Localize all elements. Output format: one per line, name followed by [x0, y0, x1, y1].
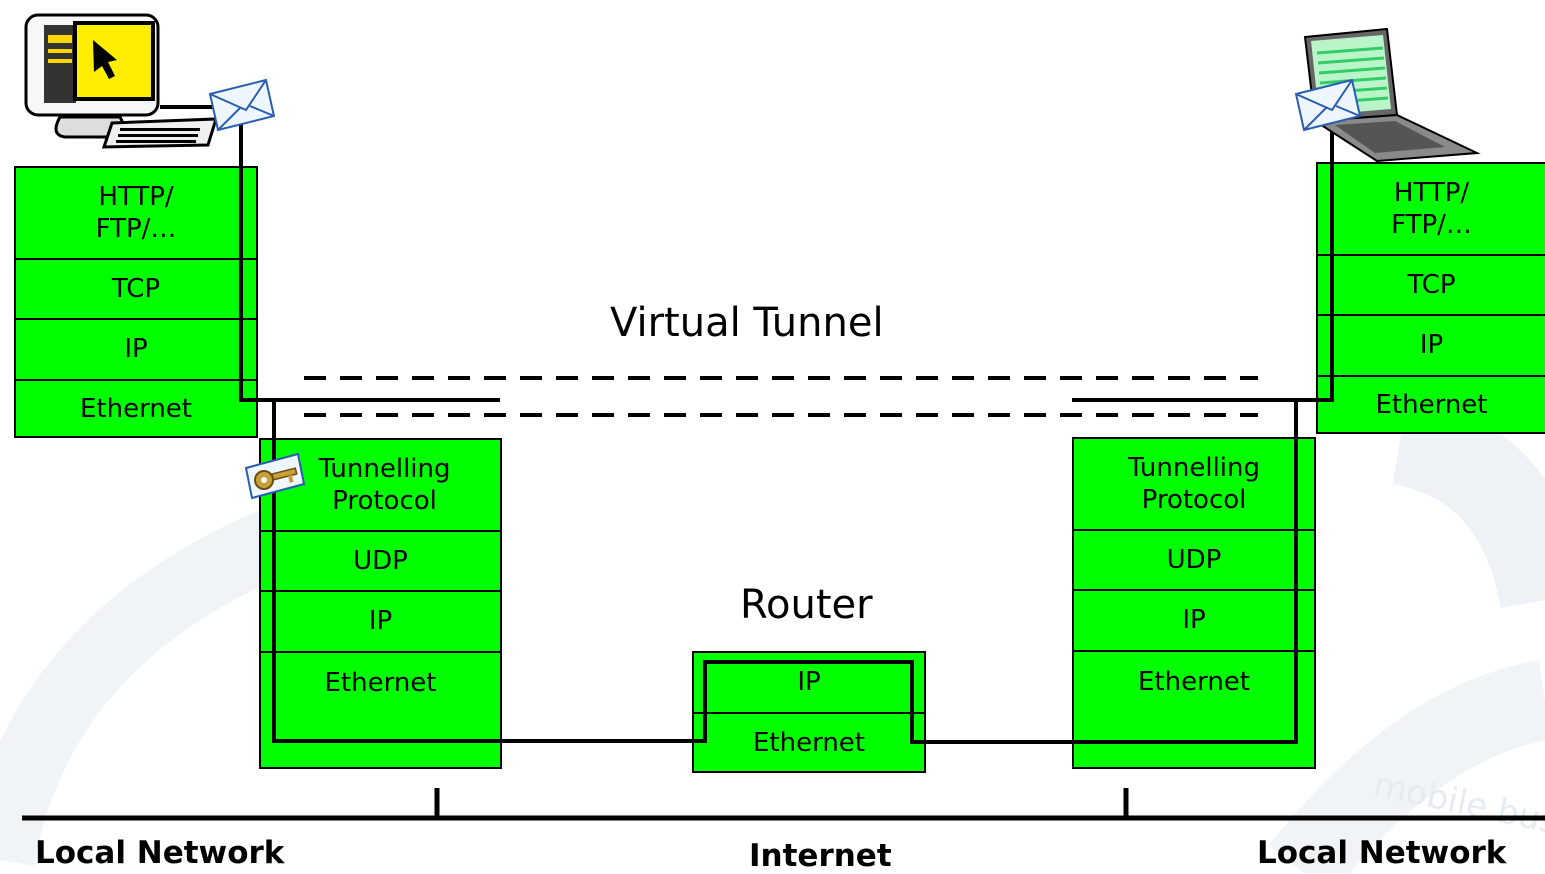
- path-right-gateway: [1072, 399, 1298, 744]
- path-left-gateway-down: [255, 398, 500, 743]
- right-gateway-stack: Tunnelling Protocol UDP IP Ethernet: [1072, 437, 1316, 769]
- router-layer-ethernet: Ethernet: [753, 728, 865, 759]
- right-gateway-layer-ip: IP: [1074, 591, 1314, 652]
- envelope-icon-left: [208, 78, 276, 132]
- right-host-layer-ethernet: Ethernet: [1375, 390, 1488, 421]
- left-host-layer-ip: IP: [16, 320, 256, 381]
- left-host-layer-ethernet: Ethernet: [80, 394, 192, 425]
- local-network-right-label: Local Network: [1257, 835, 1507, 871]
- left-gateway-layer-ethernet: Ethernet: [324, 667, 437, 698]
- right-host-stack: HTTP/ FTP/… TCP IP Ethernet: [1316, 162, 1545, 434]
- left-gateway-layer-udp: UDP: [261, 532, 500, 592]
- envelope-icon-right: [1294, 78, 1362, 132]
- path-left-to-router: [500, 660, 1072, 744]
- left-gateway-layer-ip: IP: [261, 592, 500, 653]
- right-host-layer-tcp: TCP: [1318, 256, 1545, 316]
- left-gateway-layer-tunnelling: Tunnelling Protocol: [261, 440, 500, 532]
- left-gateway-stack: Tunnelling Protocol UDP IP Ethernet: [259, 438, 502, 769]
- key-icon: [244, 452, 306, 500]
- router-layer-ip: IP: [694, 653, 924, 714]
- right-host-layer-ip: IP: [1318, 316, 1545, 377]
- internet-label: Internet: [749, 838, 892, 874]
- local-network-left-label: Local Network: [35, 835, 285, 871]
- desktop-computer-icon: [24, 13, 219, 149]
- path-right-tunnel: [1072, 130, 1334, 402]
- right-host-layer-application: HTTP/ FTP/…: [1318, 164, 1545, 256]
- right-gateway-layer-udp: UDP: [1074, 531, 1314, 591]
- virtual-tunnel-label: Virtual Tunnel: [610, 300, 884, 346]
- right-gateway-layer-tunnelling: Tunnelling Protocol: [1074, 439, 1314, 531]
- left-host-layer-application: HTTP/ FTP/…: [16, 168, 256, 260]
- router-label: Router: [740, 582, 873, 628]
- left-host-layer-tcp: TCP: [16, 260, 256, 320]
- right-gateway-layer-ethernet: Ethernet: [1138, 666, 1250, 697]
- left-host-stack: HTTP/ FTP/… TCP IP Ethernet: [14, 166, 258, 438]
- router-stack: IP Ethernet: [692, 651, 926, 773]
- path-left-host-to-tunnel: [239, 122, 500, 402]
